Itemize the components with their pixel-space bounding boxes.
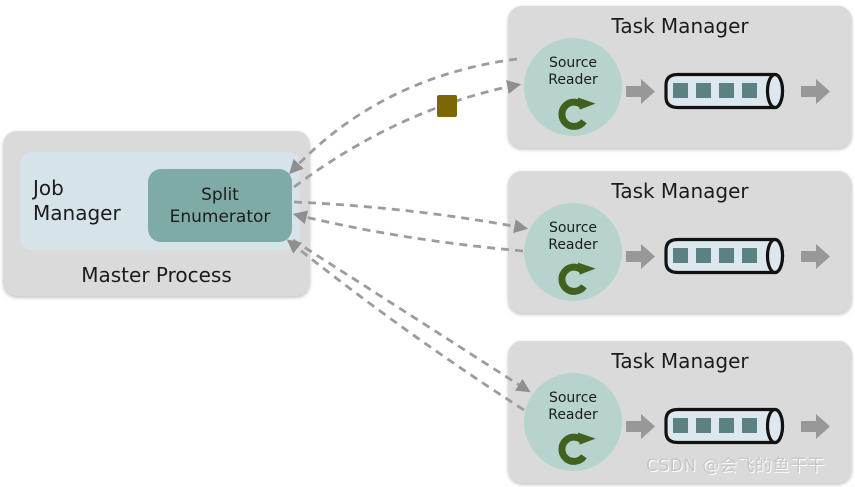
link-enumerator-to-reader1: [293, 80, 522, 189]
record-queue-1: [663, 72, 793, 110]
link-enumerator-to-reader2: [293, 200, 529, 234]
queue-record-square: [719, 418, 734, 433]
source-reader-2-label: Source Reader: [548, 220, 598, 253]
queue-record-square: [673, 83, 688, 98]
source-reader-3-circle: Source Reader: [524, 373, 622, 471]
refresh-icon: [558, 262, 596, 295]
flow-arrow-icon: [626, 414, 655, 439]
queue-record-square: [673, 418, 688, 433]
master-process-label: Master Process: [81, 263, 232, 287]
link-reader2-to-enumerator: [292, 210, 524, 253]
master-process-box: Job Manager Split Enumerator Master Proc…: [3, 130, 310, 296]
flow-arrow-icon: [801, 244, 830, 269]
source-reader-3-label: Source Reader: [548, 390, 598, 423]
refresh-icon: [558, 97, 596, 130]
queue-records: [673, 83, 757, 98]
link-reader1-to-enumerator: [289, 57, 518, 175]
task-manager-3-title: Task Manager: [611, 349, 749, 373]
queue-record-square: [719, 248, 734, 263]
queue-record-square: [742, 418, 757, 433]
task-manager-1-box: Task Manager Source Reader: [508, 5, 852, 148]
split-payload-square: [437, 95, 457, 117]
job-manager-label: Job Manager: [33, 176, 121, 225]
flow-arrow-icon: [626, 79, 655, 104]
refresh-icon: [558, 432, 596, 465]
task-manager-2-box: Task Manager Source Reader: [508, 170, 852, 313]
link-enumerator-to-reader3: [292, 238, 531, 393]
queue-record-square: [696, 83, 711, 98]
queue-records: [673, 418, 757, 433]
queue-record-square: [742, 248, 757, 263]
split-enumerator-label: Split Enumerator: [169, 184, 271, 227]
task-manager-1-title: Task Manager: [611, 14, 749, 38]
flow-arrow-icon: [626, 244, 655, 269]
queue-record-square: [719, 83, 734, 98]
queue-record-square: [742, 83, 757, 98]
record-queue-3: [663, 407, 793, 445]
queue-record-square: [696, 248, 711, 263]
queue-records: [673, 248, 757, 263]
split-enumerator-box: Split Enumerator: [148, 169, 292, 242]
job-manager-panel: Job Manager Split Enumerator: [20, 152, 300, 250]
source-reader-2-circle: Source Reader: [524, 203, 622, 301]
watermark-text: CSDN @会飞的鱼干干: [646, 456, 825, 476]
task-manager-3-box: Task Manager Source Reader: [508, 340, 852, 483]
queue-record-square: [673, 248, 688, 263]
task-manager-2-title: Task Manager: [611, 179, 749, 203]
link-reader3-to-enumerator: [286, 239, 525, 412]
queue-record-square: [696, 418, 711, 433]
flow-arrow-icon: [801, 414, 830, 439]
record-queue-2: [663, 237, 793, 275]
source-reader-1-label: Source Reader: [548, 55, 598, 88]
flow-arrow-icon: [801, 79, 830, 104]
source-reader-1-circle: Source Reader: [524, 38, 622, 136]
